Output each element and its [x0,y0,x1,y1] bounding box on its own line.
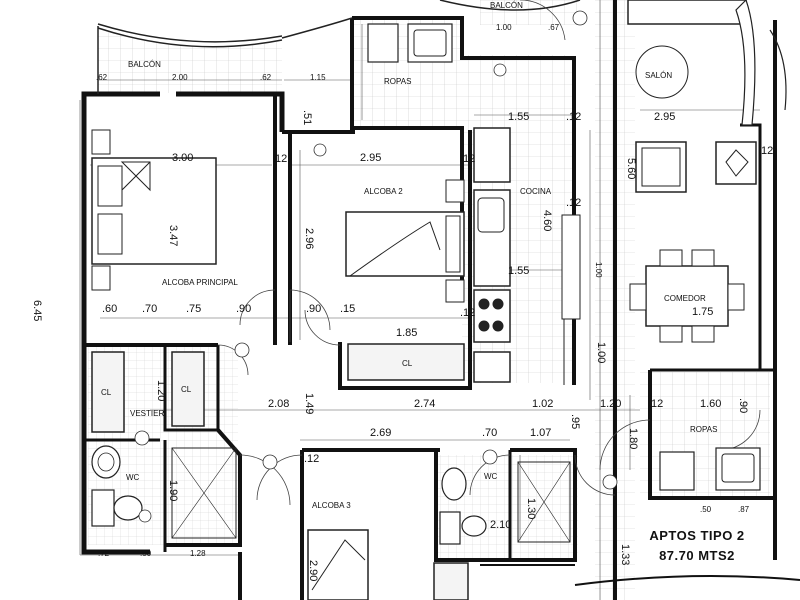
dim-295-b: 2.95 [654,111,675,123]
dim-100-a: 1.00 [594,262,603,278]
dim-128: 1.28 [190,549,206,558]
label-ropas-right: ROPAS [690,425,717,434]
dimension-labels: 3.00 3.47 2.95 2.96 1.55 1.55 4.60 2.95 … [31,23,773,581]
dim-90-c: .90 [737,398,749,413]
label-cl-vestier-2: CL [181,385,192,394]
plan-caption: APTOS TIPO 2 87.70 MTS2 [612,526,782,566]
dim-12-e: .12 [758,145,773,157]
dim-208: 2.08 [268,398,289,410]
dim-115: 1.15 [310,73,326,82]
dim-95: .95 [569,414,581,429]
walls [81,0,800,600]
label-alcoba-principal: ALCOBA PRINCIPAL [162,278,238,287]
label-cocina: COCINA [520,187,552,196]
label-ropas-top: ROPAS [384,77,411,86]
dim-560: 5.60 [625,158,637,179]
caption-title: APTOS TIPO 2 [649,528,745,543]
dim-645: 6.45 [31,300,43,321]
dim-210: 2.10 [490,519,511,531]
dim-72: .72 [98,549,110,558]
dim-12-f: .12 [460,307,475,319]
dim-290: 2.90 [307,560,319,581]
bathroom-fixtures [91,445,571,545]
label-alcoba-3: ALCOBA 3 [312,501,351,510]
dim-160: 1.60 [700,398,721,410]
dim-15: .15 [340,303,355,315]
dim-12-a: .12 [272,153,287,165]
dim-12-d: .12 [566,197,581,209]
label-balcon-left: BALCÓN [128,60,161,69]
dim-12-c: .12 [566,111,581,123]
dim-12-h: .12 [304,453,319,465]
dim-347: 3.47 [167,225,179,246]
dim-180: 1.80 [627,428,639,449]
dim-102: 1.02 [532,398,553,410]
dining-table [629,249,745,343]
dim-75: .75 [186,303,201,315]
balcony-railing [97,0,581,94]
dim-60: .60 [102,303,117,315]
label-wc-left: WC [126,473,140,482]
dim-107: 1.07 [530,427,551,439]
label-wc-right: WC [484,472,498,481]
laundry-fixtures [367,23,761,491]
living-furniture [627,0,787,193]
room-labels: BALCÓN BALCÓN ROPAS ALCOBA PRINCIPAL ALC… [101,1,717,510]
label-balcon-top: BALCÓN [490,1,523,10]
dim-87: .87 [738,505,750,514]
label-vestier: VESTIER [130,409,164,418]
dim-190: 1.90 [167,480,179,501]
caption-area: 87.70 MTS2 [659,548,735,563]
electrical-outlets [134,10,618,523]
dim-296: 2.96 [303,228,315,249]
dim-185: 1.85 [396,327,417,339]
dim-90-b: .90 [306,303,321,315]
dim-175: 1.75 [692,306,713,318]
label-comedor: COMEDOR [664,294,706,303]
dim-133: 1.33 [619,544,631,565]
kitchen-fixtures [473,127,511,383]
dim-120-b: 1.20 [600,398,621,410]
dim-155-a: 1.55 [508,111,529,123]
dim-295-a: 2.95 [360,152,381,164]
dim-100-b: 1.00 [595,342,607,363]
dim-269: 2.69 [370,427,391,439]
label-alcoba-2: ALCOBA 2 [364,187,403,196]
dim-120-a: 1.20 [155,380,167,401]
dim-50-a: .50 [140,549,152,558]
dim-12-b: .12 [460,153,475,165]
dim-155-b: 1.55 [508,265,529,277]
dim-200: 2.00 [172,73,188,82]
dim-100-top: 1.00 [496,23,512,32]
label-cl-alcoba2: CL [402,359,413,368]
dim-12-g: .12 [648,398,663,410]
dim-62-b: .62 [260,73,272,82]
dim-90-a: .90 [236,303,251,315]
dim-149: 1.49 [303,393,315,414]
dim-67: .67 [548,23,560,32]
dim-51: .51 [301,110,313,125]
dim-460: 4.60 [541,210,553,231]
dim-300: 3.00 [172,152,193,164]
alcoba2-bed [345,179,465,303]
dim-130: 1.30 [525,498,537,519]
closets [91,214,581,600]
label-cl-vestier-1: CL [101,388,112,397]
dim-70-a: .70 [142,303,157,315]
dim-70-b: .70 [482,427,497,439]
dim-62-a: .62 [96,73,108,82]
label-salon: SALÓN [645,71,672,80]
alcoba3-bed [307,529,369,600]
dim-50-b: .50 [700,505,712,514]
dim-274: 2.74 [414,398,435,410]
master-bed [91,129,217,291]
